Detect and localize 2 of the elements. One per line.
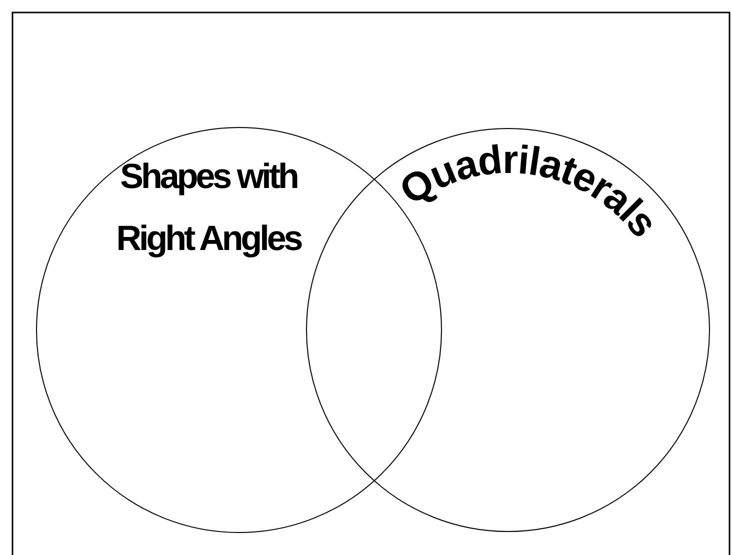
venn-circle (306, 128, 710, 532)
circle-label: Shapes with Right Angles (115, 156, 302, 260)
